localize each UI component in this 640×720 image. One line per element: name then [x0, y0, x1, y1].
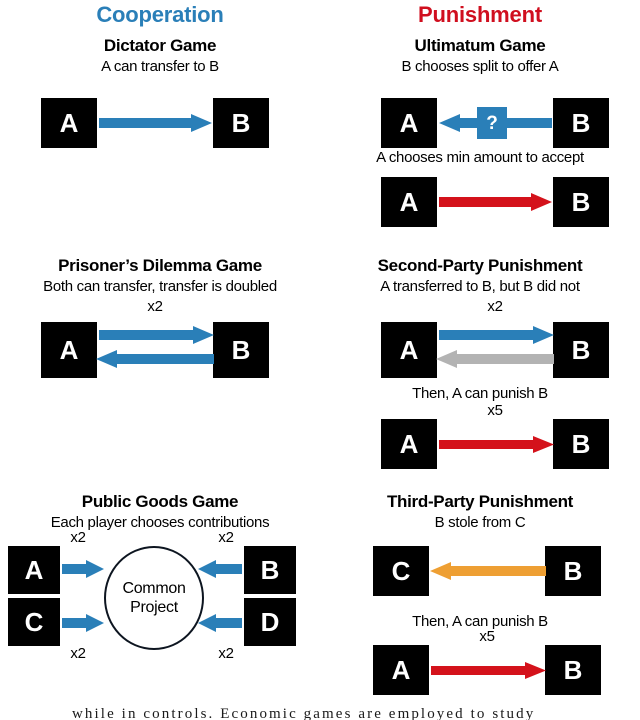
agent-box-a: A	[41, 98, 97, 148]
contribution-arrow-c	[62, 614, 104, 632]
agent-box-b-punish: B	[545, 645, 601, 695]
panel-second-party-punishment: Second-Party Punishment A transferred to…	[320, 256, 640, 479]
contribution-arrow-a	[62, 560, 104, 578]
multiplier-label-b: x2	[218, 529, 234, 546]
punish-arrow-red-right	[439, 436, 554, 453]
clipped-caption: while in controls. Economic games are em…	[0, 706, 640, 720]
clipped-caption-text: while in controls. Economic games are em…	[72, 706, 536, 720]
agent-box-a-accept: A	[381, 177, 437, 227]
multiplier-label-top: x2	[147, 298, 163, 315]
transfer-arrow-blue-right	[439, 326, 554, 344]
panel-public-goods-game: Public Goods Game Each player chooses co…	[0, 492, 320, 672]
agent-box-b: B	[553, 322, 609, 378]
ultimatum-subtitle: B chooses split to offer A	[401, 58, 559, 75]
agent-box-c: C	[8, 598, 60, 646]
panel-third-party-punishment: Third-Party Punishment B stole from C C …	[320, 492, 640, 695]
column-header-punishment: Punishment	[418, 2, 542, 27]
third-party-title: Third-Party Punishment	[386, 492, 574, 511]
transfer-arrow-blue-right	[99, 326, 214, 344]
agent-box-c: C	[373, 546, 429, 596]
third-party-subtitle: B stole from C	[434, 514, 526, 531]
agent-box-b: B	[213, 322, 269, 378]
panel-prisoners-dilemma: Prisoner’s Dilemma Game Both can transfe…	[0, 256, 320, 388]
multiplier-label-a: x2	[70, 529, 86, 546]
agent-box-b: B	[553, 98, 609, 148]
offer-badge-question: ?	[477, 107, 507, 139]
agent-box-b-accept: B	[553, 177, 609, 227]
second-party-subtitle: A transferred to B, but B did not	[380, 278, 580, 295]
agent-box-a: A	[8, 546, 60, 594]
dictator-title: Dictator Game	[103, 36, 217, 55]
contribution-arrow-d	[198, 614, 242, 632]
agent-box-a: A	[41, 322, 97, 378]
prisoners-subtitle: Both can transfer, transfer is doubled	[43, 278, 277, 295]
agent-box-a-punish: A	[373, 645, 429, 695]
agent-box-b: B	[244, 546, 296, 594]
agent-box-a: A	[381, 322, 437, 378]
steal-arrow-orange-left	[430, 562, 546, 580]
multiplier-label-top: x2	[487, 298, 503, 315]
agent-box-b: B	[213, 98, 269, 148]
second-party-second-caption: Then, A can punish B	[412, 385, 548, 402]
ultimatum-second-caption: A chooses min amount to accept	[376, 149, 584, 166]
multiplier-label-d: x2	[218, 645, 234, 662]
public-goods-title: Public Goods Game	[81, 492, 239, 511]
third-party-second-caption: Then, A can punish B	[412, 613, 548, 630]
agent-box-d: D	[244, 598, 296, 646]
agent-box-a-punish: A	[381, 419, 437, 469]
accept-arrow-red-right	[439, 193, 552, 211]
multiplier-label-punish: x5	[479, 628, 495, 645]
second-party-title: Second-Party Punishment	[377, 256, 583, 275]
contribution-arrow-b	[198, 560, 242, 578]
dictator-subtitle: A can transfer to B	[101, 58, 219, 75]
column-header-cooperation: Cooperation	[96, 2, 224, 27]
transfer-arrow-blue-left	[96, 350, 214, 368]
public-goods-subtitle: Each player chooses contributions	[50, 514, 270, 531]
panel-ultimatum-game: Ultimatum Game B chooses split to offer …	[320, 36, 640, 239]
agent-box-b-punish: B	[553, 419, 609, 469]
multiplier-label-c: x2	[70, 645, 86, 662]
no-transfer-arrow-gray-left	[436, 350, 554, 368]
ultimatum-title: Ultimatum Game	[414, 36, 546, 55]
common-project-line2: Project	[130, 599, 178, 616]
agent-box-a: A	[381, 98, 437, 148]
prisoners-title: Prisoner’s Dilemma Game	[58, 256, 262, 275]
panel-dictator-game: Dictator Game A can transfer to B A B	[0, 36, 320, 156]
transfer-arrow-blue-right	[99, 114, 212, 132]
common-project-circle: Common Project	[104, 546, 204, 650]
multiplier-label-punish: x5	[487, 402, 503, 419]
agent-box-b: B	[545, 546, 601, 596]
punish-arrow-red-right	[431, 662, 546, 679]
common-project-line1: Common	[122, 580, 186, 597]
